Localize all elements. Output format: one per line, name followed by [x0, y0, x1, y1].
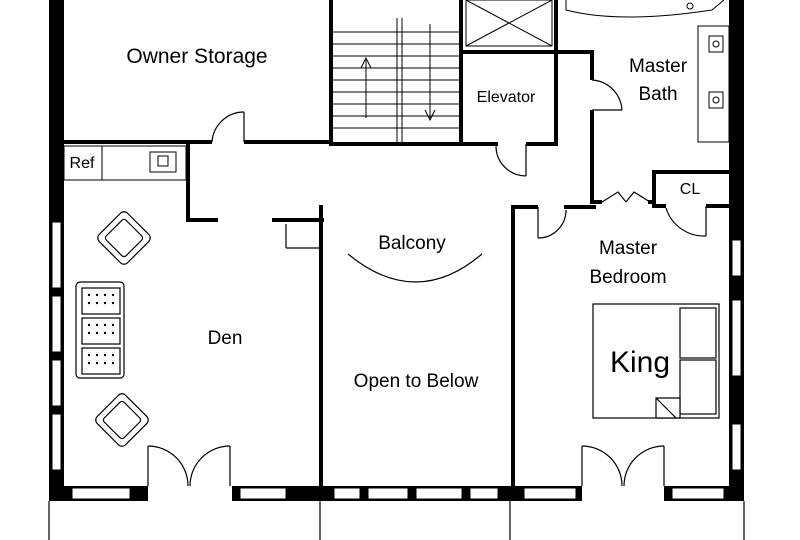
owner-storage-label: Owner Storage: [126, 45, 267, 68]
ref-label: Ref: [70, 155, 95, 172]
bathtub: [565, 0, 725, 18]
deck-lines: [48, 501, 745, 540]
den-label: Den: [208, 328, 243, 349]
den-sofa: [75, 281, 125, 379]
kitchenette-counter: [63, 145, 187, 181]
den-chair-upper: [97, 211, 151, 265]
left-wall-windows: [51, 221, 62, 471]
staircase: [333, 18, 459, 142]
elevator-label: Elevator: [477, 89, 536, 106]
right-wall-windows: [731, 239, 742, 471]
master-bedroom-label-line1: Master: [599, 238, 658, 259]
interior-walls: [62, 0, 731, 488]
shower: [465, 0, 553, 47]
balcony-label: Balcony: [378, 233, 446, 254]
sofa-cushion-pattern: [87, 293, 115, 365]
master-bath-label-line2: Bath: [638, 84, 677, 105]
king-bed: [592, 303, 720, 419]
king-bed-label: King: [610, 346, 670, 379]
doors: [147, 79, 707, 487]
balcony-rail: [285, 224, 483, 283]
den-chair-lower: [95, 393, 149, 447]
master-bath-label-line1: Master: [629, 56, 688, 77]
closet-label: CL: [680, 181, 701, 198]
bottom-wall-windows: [71, 484, 725, 502]
bath-vanity: [697, 25, 730, 143]
master-bedroom-label-line2: Bedroom: [589, 267, 666, 288]
open-to-below-label: Open to Below: [354, 371, 479, 392]
